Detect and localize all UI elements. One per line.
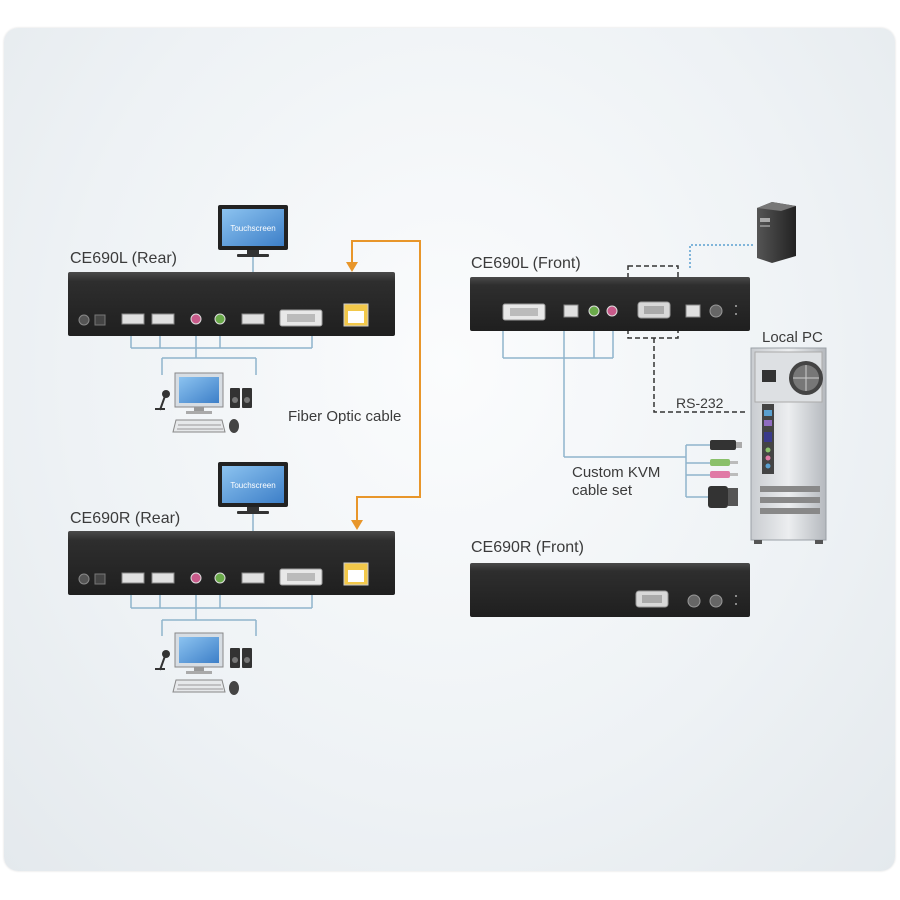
local-pc-icon [750,347,827,544]
ce690l-rear-cables [130,336,313,375]
custom-kvm-label-1: Custom KVM [572,464,660,481]
speakers-icon [230,648,252,668]
mouse-icon [229,681,239,695]
microphone-icon [155,390,170,411]
ce690r-rear-label: CE690R (Rear) [70,510,180,527]
touchscreen-monitor-icon: Touchscreen [218,205,288,257]
touchscreen-top-label: Touchscreen [230,224,275,233]
keyboard-icon [172,679,226,693]
keyboard-icon [172,419,226,433]
speakers-icon [230,388,252,408]
desktop-monitor-icon [174,372,224,414]
peripherals-l [155,372,252,433]
rs232-label: RS-232 [676,395,724,411]
peripherals-r [155,632,252,695]
kvm-cable-connectors [708,440,742,508]
ce690l-front-label: CE690L (Front) [471,255,581,272]
ce690r-front-label: CE690R (Front) [471,539,584,556]
local-pc-label: Local PC [762,329,823,346]
desktop-monitor-icon [174,632,224,674]
ce690r-front-device [470,563,750,617]
ce690r-rear-cables [130,595,313,636]
diagram-panel [4,28,895,871]
rs232-cable [653,338,748,413]
mouse-icon [229,419,239,433]
fiber-optic-cable [346,240,421,530]
touchscreen-monitor-icon: Touchscreen [218,462,288,514]
dotted-connection [689,244,755,268]
ce690r-rear-device [68,531,395,595]
ce690l-front-device [470,277,750,331]
ce690l-rear-device [68,272,395,336]
tower-pc-icon [757,202,796,263]
microphone-icon [155,650,170,671]
touchscreen-bottom-label: Touchscreen [230,481,275,490]
ce690l-front-cables [502,331,710,498]
fiber-optic-label: Fiber Optic cable [288,408,401,425]
ce690l-rear-label: CE690L (Rear) [70,250,177,267]
custom-kvm-label-2: cable set [572,482,633,499]
